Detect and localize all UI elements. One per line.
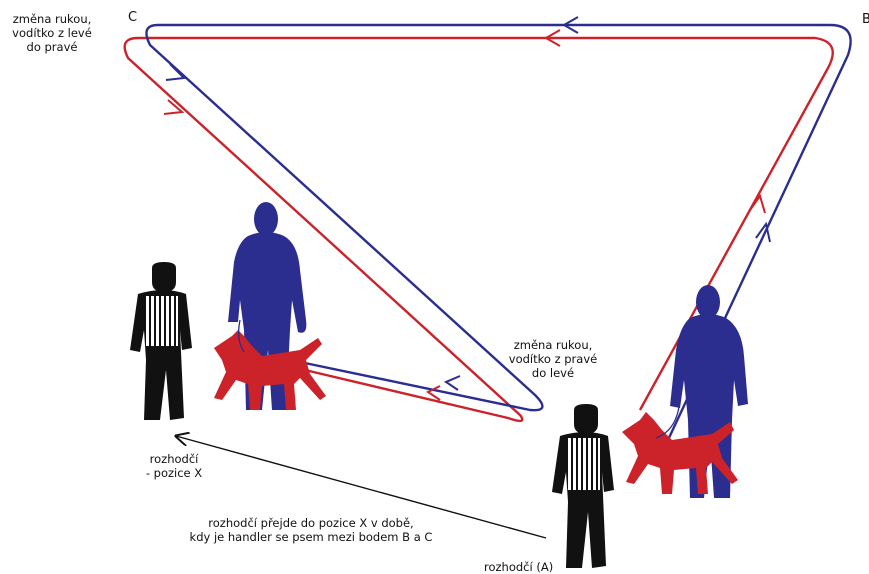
judge-x-line2: - pozice X xyxy=(128,466,220,480)
judge-x-note: rozhodčí - pozice X xyxy=(128,452,220,480)
turn-middle-line2: vodítko z pravé xyxy=(500,352,606,366)
judge-move-line2: kdy je handler se psem mezi bodem B a C xyxy=(160,530,462,544)
turn-middle-line1: změna rukou, xyxy=(500,338,606,352)
corner-c-line1: změna rukou, xyxy=(4,12,100,26)
judge-x-line1: rozhodčí xyxy=(128,452,220,466)
judge-move-note: rozhodčí přejde do pozice X v době, kdy … xyxy=(160,516,462,544)
judge-silhouette-x xyxy=(130,262,192,420)
point-c-label: C xyxy=(128,10,137,25)
turn-middle-note: změna rukou, vodítko z pravé do levé xyxy=(500,338,606,380)
blue-arrowhead-4 xyxy=(446,376,460,390)
point-b-label: B xyxy=(862,12,869,27)
corner-c-line2: vodítko z levé xyxy=(4,26,100,40)
judge-move-line1: rozhodčí přejde do pozice X v době, xyxy=(160,516,462,530)
judge-silhouette-a xyxy=(552,404,614,568)
corner-c-note: změna rukou, vodítko z levé do pravé xyxy=(4,12,100,54)
red-arrowhead-3 xyxy=(164,100,182,114)
turn-middle-line3: do levé xyxy=(500,366,606,380)
corner-c-line3: do pravé xyxy=(4,40,100,54)
